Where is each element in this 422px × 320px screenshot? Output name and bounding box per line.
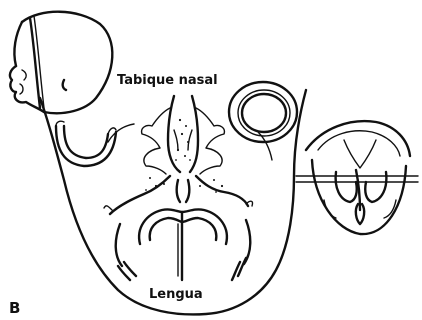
- tongue-structure: [116, 209, 251, 280]
- palate-inset-view: [296, 121, 418, 234]
- nasal-septum-structure: [142, 96, 225, 193]
- embryo-head-profile: [10, 12, 112, 113]
- tongue-label: Lengua: [148, 288, 204, 301]
- palatal-shelves: [104, 176, 253, 214]
- left-eye-structure: [56, 121, 116, 166]
- coronal-section-outline: [40, 90, 306, 314]
- nasal-septum-label: Tabique nasal: [116, 74, 219, 87]
- panel-letter: B: [9, 301, 20, 316]
- right-eye-structure: [229, 82, 297, 142]
